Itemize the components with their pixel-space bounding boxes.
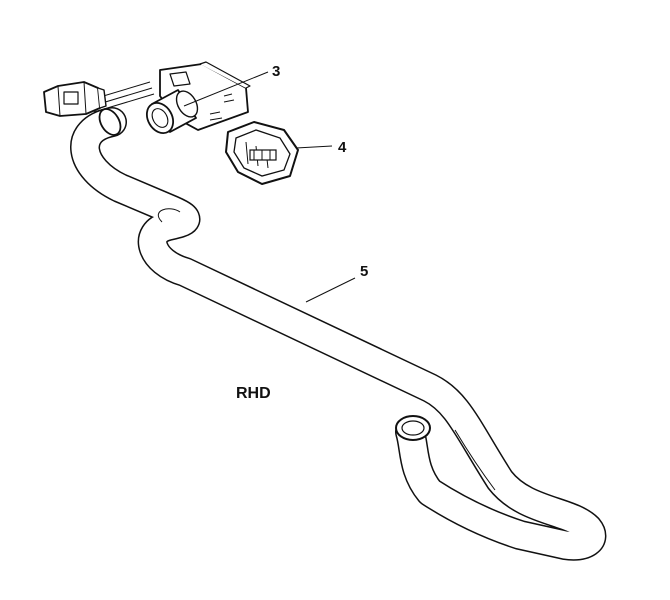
leader-line-4 xyxy=(295,145,333,149)
electrical-plug-icon xyxy=(43,81,107,117)
hose-open-end xyxy=(395,415,431,441)
callout-4: 4 xyxy=(338,139,347,156)
hose-part-5 xyxy=(70,107,607,561)
tube-stub xyxy=(145,89,199,134)
callout-3: 3 xyxy=(272,63,280,80)
connector-part-3 xyxy=(43,61,251,134)
clip-part-4 xyxy=(225,121,299,185)
leader-line-3 xyxy=(183,71,269,107)
region-label: RHD xyxy=(236,385,271,402)
leader-line-5 xyxy=(305,277,356,303)
callout-5: 5 xyxy=(360,263,368,280)
